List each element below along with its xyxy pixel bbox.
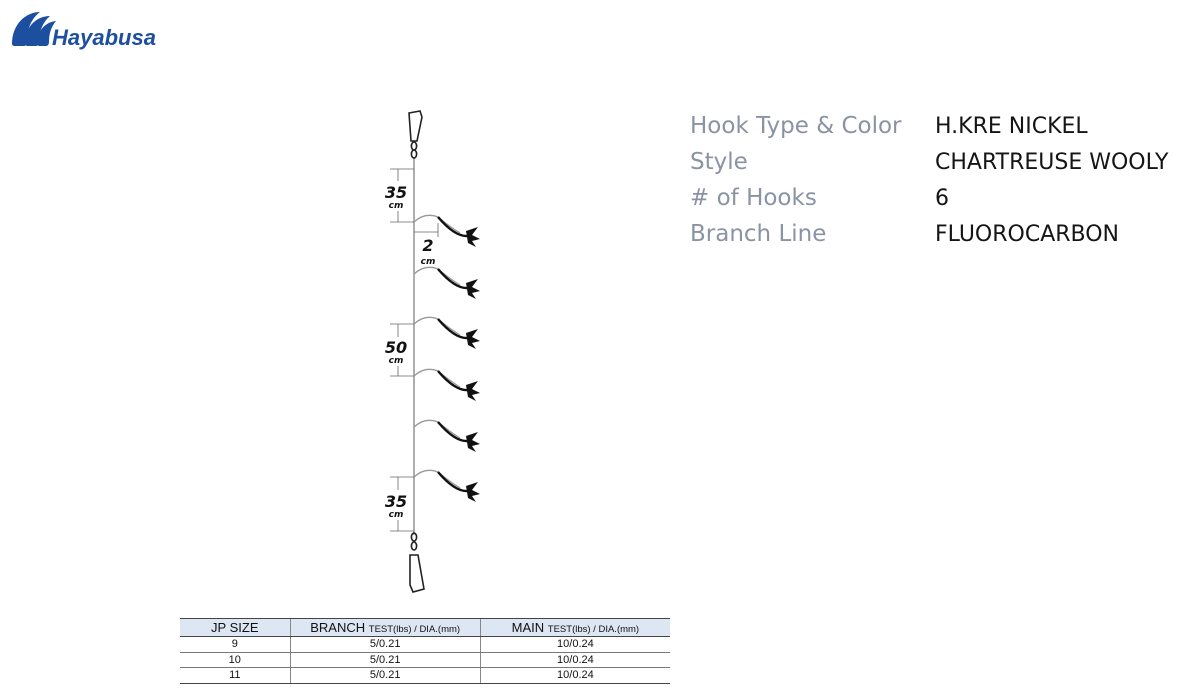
- spec-row-hooks: # of Hooks 6: [690, 180, 1180, 216]
- size-table: JP SIZE BRANCH TEST(lbs) / DIA.(mm) MAIN…: [180, 618, 670, 684]
- column-header-label: MAIN: [511, 620, 545, 635]
- spec-value: CHARTREUSE WOOLY: [935, 149, 1169, 175]
- column-header-label: BRANCH: [310, 620, 366, 635]
- spec-list: Hook Type & Color H.KRE NICKEL Style CHA…: [690, 108, 1180, 252]
- spec-label: Hook Type & Color: [690, 113, 902, 139]
- column-header-jp-size: JP SIZE: [180, 618, 291, 637]
- spec-row-hook-type: Hook Type & Color H.KRE NICKEL: [690, 108, 1180, 144]
- spec-row-style: Style CHARTREUSE WOOLY: [690, 144, 1180, 180]
- table-cell: 5/0.21: [289, 652, 481, 668]
- table-cell: 10/0.24: [479, 636, 670, 653]
- table-header-row: JP SIZE BRANCH TEST(lbs) / DIA.(mm) MAIN…: [180, 618, 670, 637]
- spec-label: Style: [690, 149, 748, 175]
- table-cell: 10/0.24: [479, 667, 670, 684]
- column-header-main: MAIN TEST(lbs) / DIA.(mm): [479, 618, 670, 637]
- table-row: 10 5/0.21 10/0.24: [180, 652, 670, 668]
- hayabusa-logo: Hayabusa: [12, 12, 156, 50]
- dimension-unit: cm: [389, 510, 404, 520]
- table-cell: 10/0.24: [479, 652, 670, 668]
- spec-label: Branch Line: [690, 221, 827, 247]
- table-cell: 9: [180, 636, 291, 653]
- brand-name: Hayabusa: [52, 25, 156, 50]
- table-cell: 5/0.21: [289, 636, 481, 653]
- dimension-label: 35: [385, 183, 407, 202]
- dimension-label: 2: [422, 236, 433, 255]
- table-cell: 5/0.21: [289, 667, 481, 684]
- column-header-unit: TEST(lbs) / DIA.(mm): [547, 624, 640, 635]
- column-header-label: JP SIZE: [211, 620, 259, 635]
- table-cell: 10: [180, 652, 291, 668]
- spec-row-branch-line: Branch Line FLUOROCARBON: [690, 216, 1180, 252]
- hook-icon: [413, 266, 480, 299]
- dimension-top: [390, 168, 414, 223]
- column-header-unit: TEST(lbs) / DIA.(mm): [368, 624, 461, 635]
- table-cell: 11: [180, 667, 291, 684]
- table-row: 9 5/0.21 10/0.24: [180, 636, 670, 653]
- dimension-label: 35: [385, 492, 407, 511]
- dimension-bottom: [390, 476, 414, 532]
- table-row: 11 5/0.21 10/0.24: [180, 667, 670, 684]
- dimension-unit: cm: [389, 356, 404, 366]
- dimension-unit: cm: [389, 201, 404, 211]
- dimension-unit: cm: [421, 257, 436, 267]
- hook-icon: [413, 214, 480, 247]
- hook-icon: [413, 419, 480, 452]
- snap-swivel-icon: [408, 110, 423, 159]
- spec-label: # of Hooks: [690, 185, 817, 211]
- spec-value: H.KRE NICKEL: [935, 113, 1088, 139]
- weight-snap-icon: [409, 532, 425, 593]
- dimension-label: 50: [385, 338, 407, 357]
- column-header-branch: BRANCH TEST(lbs) / DIA.(mm): [289, 618, 481, 637]
- rig-diagram: 35 cm 2 cm 50 cm 35 cm: [385, 110, 480, 593]
- hook-icon: [413, 469, 480, 502]
- dimension-branch: [414, 223, 439, 237]
- hook-icon: [413, 316, 480, 349]
- dimension-middle: [390, 323, 414, 377]
- wave-logo-icon: [12, 12, 56, 46]
- spec-value: 6: [935, 185, 949, 211]
- hook-icon: [413, 368, 480, 401]
- spec-value: FLUOROCARBON: [935, 221, 1120, 247]
